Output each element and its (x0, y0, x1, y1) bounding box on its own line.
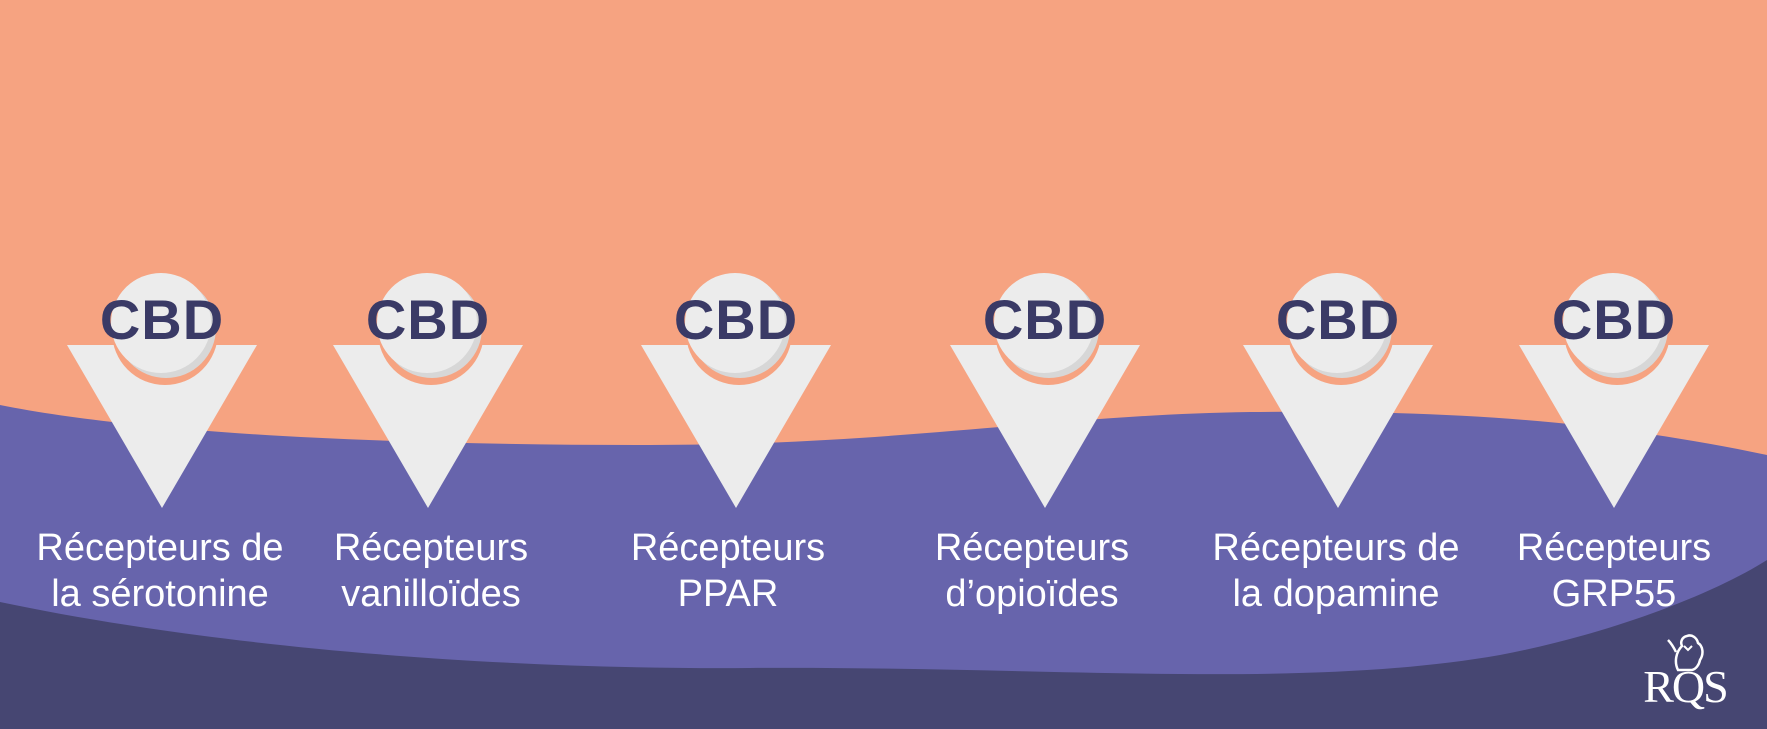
cbd-badge-text: CBD (1551, 288, 1677, 351)
caption-line-2: GRP55 (1551, 573, 1677, 615)
cbd-badge-text: CBD (982, 288, 1108, 351)
lion-crest-icon (1667, 634, 1704, 672)
caption-line-2: PPAR (677, 573, 779, 615)
caption-line-2: la dopamine (1232, 573, 1440, 615)
cbd-marker-6: CBD (1514, 260, 1714, 510)
caption-line-1: Récepteurs (630, 527, 826, 569)
caption-line-2: vanilloïdes (341, 573, 521, 615)
caption-line-2: d’opioïdes (945, 573, 1119, 615)
cbd-badge-text: CBD (365, 288, 491, 351)
caption-line-1: Récepteurs (333, 527, 529, 569)
pin-shape-icon (333, 273, 523, 508)
cbd-marker-4: CBD (945, 260, 1145, 510)
caption-line-1: Récepteurs (1516, 527, 1712, 569)
pin-shape-icon (641, 273, 831, 508)
receptor-caption-3: Récepteurs PPAR (578, 525, 878, 617)
pin-shape-icon (1243, 273, 1433, 508)
receptor-caption-6: Récepteurs GRP55 (1464, 525, 1764, 617)
caption-line-2: la sérotonine (51, 573, 269, 615)
cbd-marker-5: CBD (1238, 260, 1438, 510)
receptor-caption-5: Récepteurs de la dopamine (1186, 525, 1486, 617)
pin-shape-icon (1519, 273, 1709, 508)
caption-line-1: Récepteurs de (1212, 527, 1460, 569)
pin-shape-icon (67, 273, 257, 508)
receptor-caption-1: Récepteurs de la sérotonine (10, 525, 310, 617)
cbd-badge-text: CBD (1275, 288, 1401, 351)
pin-shape-icon (950, 273, 1140, 508)
caption-line-1: Récepteurs (934, 527, 1130, 569)
logo-text: RQS (1643, 661, 1728, 712)
rqs-logo: RQS (1630, 632, 1740, 720)
cbd-marker-1: CBD (62, 260, 262, 510)
cbd-marker-2: CBD (328, 260, 528, 510)
receptor-caption-4: Récepteurs d’opioïdes (882, 525, 1182, 617)
receptor-caption-2: Récepteurs vanilloïdes (281, 525, 581, 617)
cbd-marker-3: CBD (636, 260, 836, 510)
cbd-badge-text: CBD (673, 288, 799, 351)
caption-line-1: Récepteurs de (36, 527, 284, 569)
cbd-badge-text: CBD (99, 288, 225, 351)
